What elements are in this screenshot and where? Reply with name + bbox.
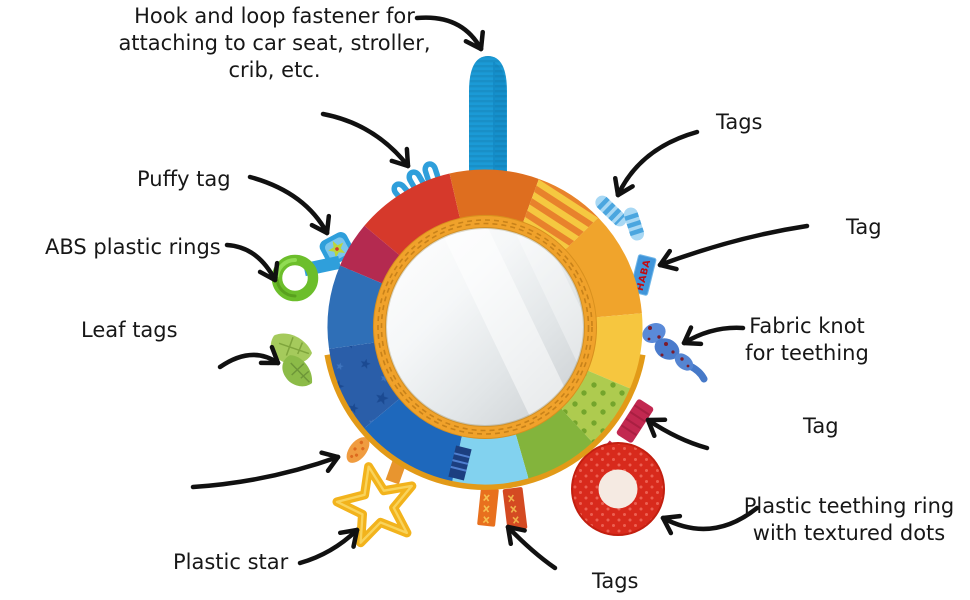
arrow-to-orange-tag xyxy=(190,454,341,490)
orange-patch xyxy=(449,169,539,222)
label-hook-loop-fastener: Hook and loop fastener for attaching to … xyxy=(92,3,457,84)
mirror xyxy=(372,214,598,440)
arrow-to-plastic-rings xyxy=(224,242,278,283)
arrow-to-loops xyxy=(320,111,411,169)
plastic-teething-ring xyxy=(571,442,665,536)
crimson-band xyxy=(340,225,400,284)
arrow-to-puffy-tag xyxy=(247,174,330,236)
amber-patch xyxy=(565,217,642,318)
loop-tags xyxy=(391,161,441,202)
blue-patch xyxy=(364,398,462,482)
texture-blue-patch xyxy=(327,265,382,349)
label-fabric-knot: Fabric knot for teething xyxy=(739,313,875,367)
abs-plastic-ring xyxy=(271,254,341,302)
leaf-tags xyxy=(270,333,313,387)
arrow-to-knot xyxy=(681,325,746,346)
lightblue-patch xyxy=(452,434,529,485)
label-puffy-tag: Puffy tag xyxy=(137,167,231,191)
label-leaf-tags: Leaf tags xyxy=(81,318,178,342)
arrow-to-teething-ring xyxy=(660,505,760,532)
arrow-to-leaves xyxy=(217,352,281,370)
orange-dot-tag xyxy=(346,437,370,463)
green-patch xyxy=(515,408,593,479)
arrow-to-ribbon-tags xyxy=(505,524,558,571)
label-plastic-star: Plastic star xyxy=(173,550,289,574)
label-tags-top: Tags xyxy=(716,110,763,134)
annotation-arrows xyxy=(190,15,810,571)
red-patch xyxy=(364,173,460,256)
crimson-tag xyxy=(616,399,654,443)
yellow-patch xyxy=(588,313,643,389)
arrow-to-star xyxy=(297,527,360,566)
label-plastic-teething-ring: Plastic teething ring with textured dots xyxy=(736,493,962,547)
label-line: for teething xyxy=(745,341,869,365)
label-line: Hook and loop fastener for xyxy=(134,4,415,28)
label-tags-bottom: Tags xyxy=(592,569,639,593)
label-line: Plastic teething ring xyxy=(743,494,955,518)
ribbon-tags xyxy=(477,487,528,531)
label-line: attaching to car seat, stroller, xyxy=(118,31,431,55)
fabric-knot xyxy=(642,323,708,383)
arrow-to-strap xyxy=(414,15,484,52)
label-abs-plastic-rings: ABS plastic rings xyxy=(45,235,221,259)
label-line: crib, etc. xyxy=(228,58,321,82)
label-line: Fabric knot xyxy=(749,314,865,338)
arrow-to-striped-tags xyxy=(615,129,700,198)
striped-tags xyxy=(595,195,645,241)
arrow-to-tag-lower xyxy=(645,417,710,451)
label-tag-upper: Tag xyxy=(846,215,882,239)
navy-mini-patch xyxy=(448,445,472,481)
label-line: with textured dots xyxy=(752,521,946,545)
fabric-ring-segments xyxy=(327,169,643,485)
arrow-to-haba-tag xyxy=(657,223,810,268)
label-tag-lower: Tag xyxy=(803,414,839,438)
